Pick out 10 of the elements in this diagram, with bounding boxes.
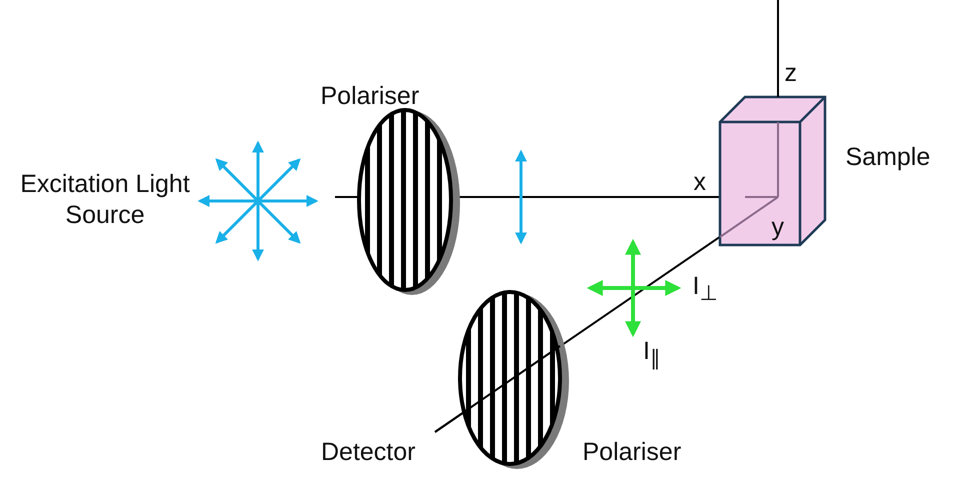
axis-label: z xyxy=(784,58,797,88)
sample-label: Sample xyxy=(846,142,930,172)
source-label: Excitation Light Source xyxy=(20,169,190,231)
detector-label: Detector xyxy=(321,436,416,468)
polariser-label: Polariser xyxy=(320,80,420,112)
intensity-label: I$_{⊥}$ xyxy=(692,271,718,307)
axis-label: x xyxy=(694,166,706,198)
axis-label: y xyxy=(772,212,784,242)
polariser-label: Polariser xyxy=(582,436,682,468)
intensity-label: I$_{∥}$ xyxy=(643,336,661,372)
